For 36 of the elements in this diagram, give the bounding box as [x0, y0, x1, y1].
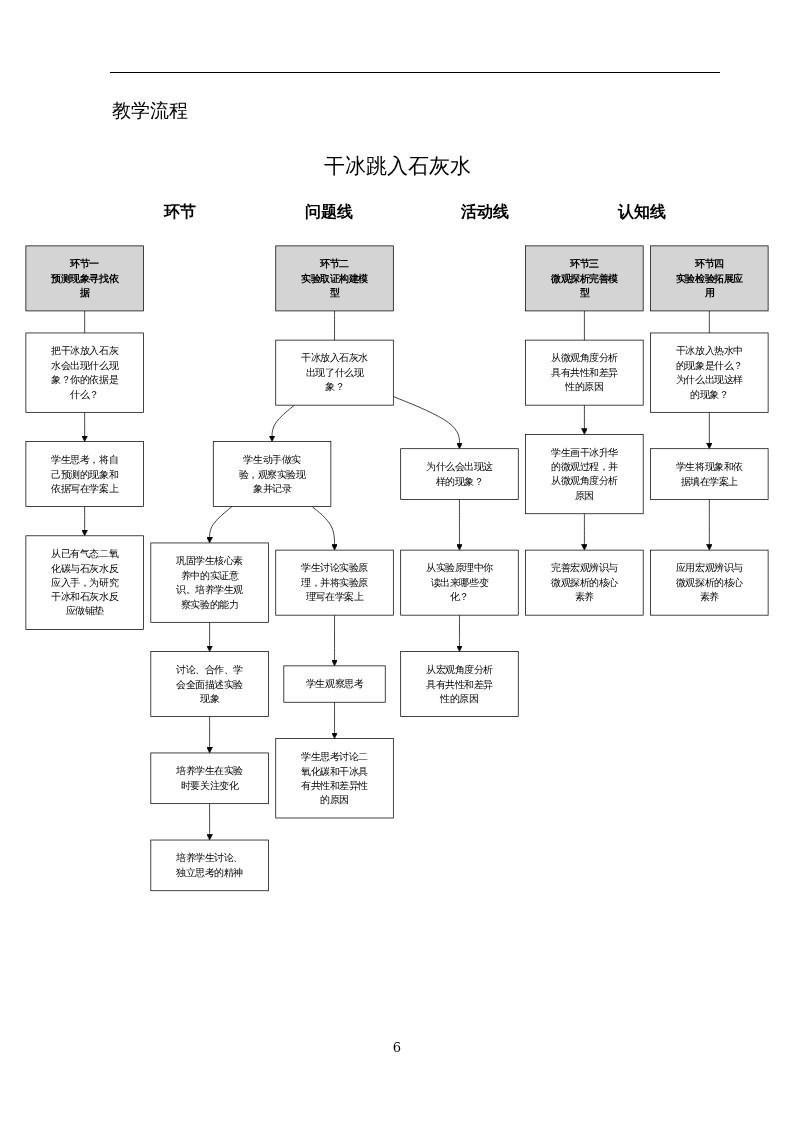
column-heading: 认知线 [617, 202, 666, 223]
node-box: 把干冰放入石灰水会出现什么现象？你的依据是什么？ [25, 332, 144, 413]
node-box: 从已有气态二氧化碳与石灰水反应入手，为研究干冰和石灰水反应做铺垫 [25, 535, 144, 630]
column-heading: 活动线 [461, 202, 510, 223]
node-box: 从微观角度分析具有共性和差异性的原因 [525, 339, 644, 406]
page-number: 6 [391, 1040, 403, 1055]
node-box: 培养学生讨论、独立思考的精神 [150, 839, 269, 892]
node-box: 从宏观角度分析具有共性和差异性的原因 [400, 651, 519, 717]
node-box: 从实验原理中你读出来哪些变化？ [400, 549, 519, 616]
node-box: 培养学生在实验时要关注变化 [150, 752, 269, 805]
column-heading: 问题线 [304, 202, 353, 223]
node-box: 环节四 实验检验拓展应用 [650, 245, 769, 312]
connector [84, 310, 86, 334]
node-box: 完善宏观辨识与微观探析的核心素养 [525, 549, 644, 616]
connector [584, 310, 585, 341]
node-box: 环节一 预测现象寻找依据 [25, 245, 144, 312]
node-box: 讨论、合作、学会全面描述实验现象 [150, 651, 269, 717]
node-box: 环节二 实验取证构建模型 [275, 245, 394, 312]
node-box: 环节三 微观探析完善模型 [525, 245, 644, 312]
node-box: 学生观察思考 [283, 665, 386, 703]
section-heading: 教学流程 [112, 98, 188, 123]
connector [708, 310, 710, 334]
node-box: 干冰放入石灰水出现了什么现象？ [275, 339, 394, 406]
node-box: 学生思考讨论二氧化碳和干冰具有共性和差异性的原因 [275, 738, 394, 819]
node-box: 学生思考，将自己预测的现象和依据写在学案上 [25, 441, 144, 507]
diagram-title: 干冰跳入石灰水 [322, 153, 472, 180]
node-box: 学生动手做实验，观察实验现象并记录 [212, 441, 332, 507]
column-heading: 环节 [164, 202, 197, 223]
node-box: 巩固学生核心素养中的实证意识。培养学生观察实验的能力 [150, 542, 269, 623]
node-box: 学生画干冰升华的微观过程，并从微观角度分析原因 [525, 434, 644, 515]
node-box: 为什么会出现这样的现象？ [400, 448, 519, 500]
node-box: 学生将现象和依据填在学案上 [650, 448, 769, 500]
connector [334, 310, 335, 341]
node-box: 学生讨论实验原理，并将实验原理写在学案上 [275, 549, 394, 616]
node-box: 干冰放入热水中的现象是什么？为什么出现这样的现象？ [650, 332, 769, 413]
node-box: 应用宏观辨识与微观探析的核心素养 [650, 549, 769, 616]
